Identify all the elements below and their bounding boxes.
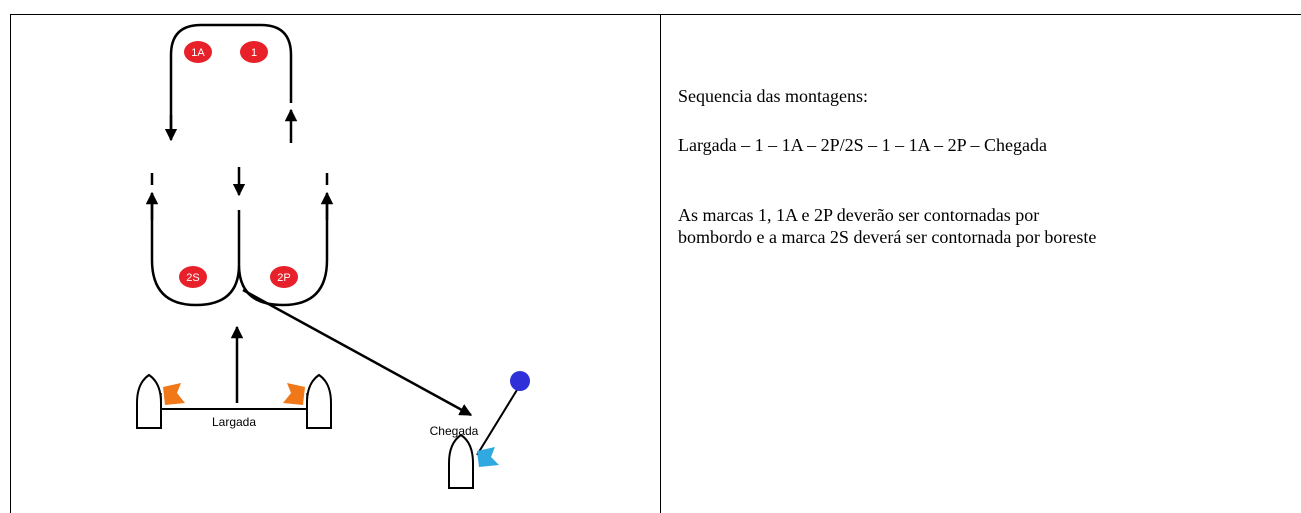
mark-1 (240, 41, 268, 63)
mark-1a (184, 41, 212, 63)
sequence-heading: Sequencia das montagens: (678, 86, 868, 106)
table-frame (10, 14, 1301, 513)
lower-loop-path (150, 200, 329, 307)
finish-boat (448, 433, 499, 489)
finish-line (476, 384, 521, 456)
mark-2p (270, 266, 298, 288)
cell-divider (660, 14, 661, 513)
finish-leg-arrow (242, 288, 473, 417)
course-diagram-svg: 1A 1 2S 2P Largada Ch (136, 23, 530, 489)
mark-2s-label: 2S (186, 272, 199, 284)
course-diagram: 1A 1 2S 2P Largada Ch (11, 15, 660, 513)
instructions-cell: Sequencia das montagens: Largada – 1 – 1… (678, 85, 1298, 248)
rounding-rule-line-1: As marcas 1, 1A e 2P deverão ser contorn… (678, 205, 1040, 225)
sequence-text: Largada – 1 – 1A – 2P/2S – 1 – 1A – 2P –… (678, 135, 1047, 155)
upper-loop-path (169, 23, 293, 137)
finish-buoy (510, 371, 530, 391)
start-label: Largada (212, 415, 256, 429)
mark-1-label: 1 (251, 47, 257, 59)
start-boat-left (136, 373, 185, 429)
mark-1a-label: 1A (191, 47, 205, 59)
mark-2s (179, 266, 207, 288)
start-boat-right (283, 373, 332, 429)
rounding-rule-line-2: bombordo e a marca 2S deverá ser contorn… (678, 227, 1097, 247)
mark-2p-label: 2P (277, 272, 290, 284)
finish-label: Chegada (430, 424, 479, 438)
